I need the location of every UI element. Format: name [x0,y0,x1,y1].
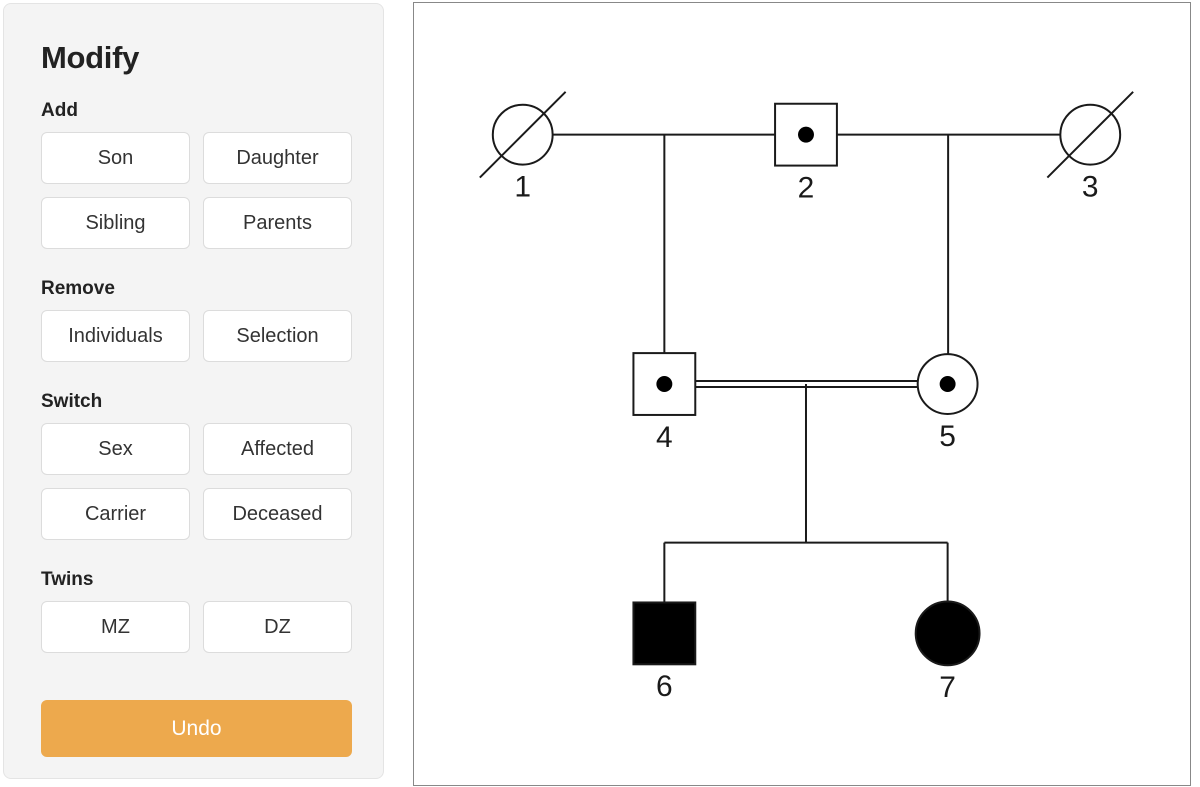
add-button-row-2: Sibling Parents [41,197,352,249]
page-title: Modify [41,40,140,75]
undo-button[interactable]: Undo [41,700,352,757]
twins-button-row-1: MZ DZ [41,601,352,653]
group-heading-twins: Twins [41,569,94,590]
pedigree-nodes: 1 2 3 4 5 6 7 [479,91,1134,704]
deceased-slash-1 [479,91,567,179]
twins-dz-button[interactable]: DZ [203,601,352,653]
individual-label-2: 2 [798,172,815,205]
deceased-slash-3 [1046,91,1134,179]
individual-6[interactable]: 6 [632,601,697,703]
individual-label-4: 4 [656,421,673,454]
individual-4[interactable]: 4 [632,352,697,454]
individual-1[interactable]: 1 [479,91,567,204]
individual-3[interactable]: 3 [1046,91,1134,204]
switch-button-row-2: Carrier Deceased [41,488,352,540]
individual-label-1: 1 [514,171,531,204]
pedigree-connectors [552,133,1061,603]
carrier-dot-2 [798,126,814,143]
individual-5[interactable]: 5 [916,353,979,453]
add-son-button[interactable]: Son [41,132,190,184]
add-daughter-button[interactable]: Daughter [203,132,352,184]
pedigree-diagram[interactable]: 1 2 3 4 5 6 7 [414,3,1190,785]
add-parents-button[interactable]: Parents [203,197,352,249]
twins-mz-button[interactable]: MZ [41,601,190,653]
remove-button-row-1: Individuals Selection [41,310,352,362]
remove-individuals-button[interactable]: Individuals [41,310,190,362]
group-heading-remove: Remove [41,278,115,299]
switch-affected-button[interactable]: Affected [203,423,352,475]
individual-2[interactable]: 2 [774,102,838,205]
individual-label-7: 7 [939,671,956,704]
symbol-square-6[interactable] [632,601,697,666]
pedigree-canvas[interactable]: 1 2 3 4 5 6 7 [413,2,1191,786]
modify-panel: Modify Add Son Daughter Sibling Parents … [3,3,384,779]
individual-label-6: 6 [656,670,673,703]
switch-carrier-button[interactable]: Carrier [41,488,190,540]
carrier-dot-4 [656,376,673,393]
add-sibling-button[interactable]: Sibling [41,197,190,249]
switch-sex-button[interactable]: Sex [41,423,190,475]
remove-selection-button[interactable]: Selection [203,310,352,362]
carrier-dot-5 [939,376,956,393]
switch-button-row-1: Sex Affected [41,423,352,475]
switch-deceased-button[interactable]: Deceased [203,488,352,540]
symbol-circle-7[interactable] [914,600,981,667]
group-heading-add: Add [41,100,78,121]
add-button-row-1: Son Daughter [41,132,352,184]
individual-7[interactable]: 7 [914,600,981,704]
individual-label-3: 3 [1082,171,1099,204]
group-heading-switch: Switch [41,391,103,412]
individual-label-5: 5 [939,420,956,453]
